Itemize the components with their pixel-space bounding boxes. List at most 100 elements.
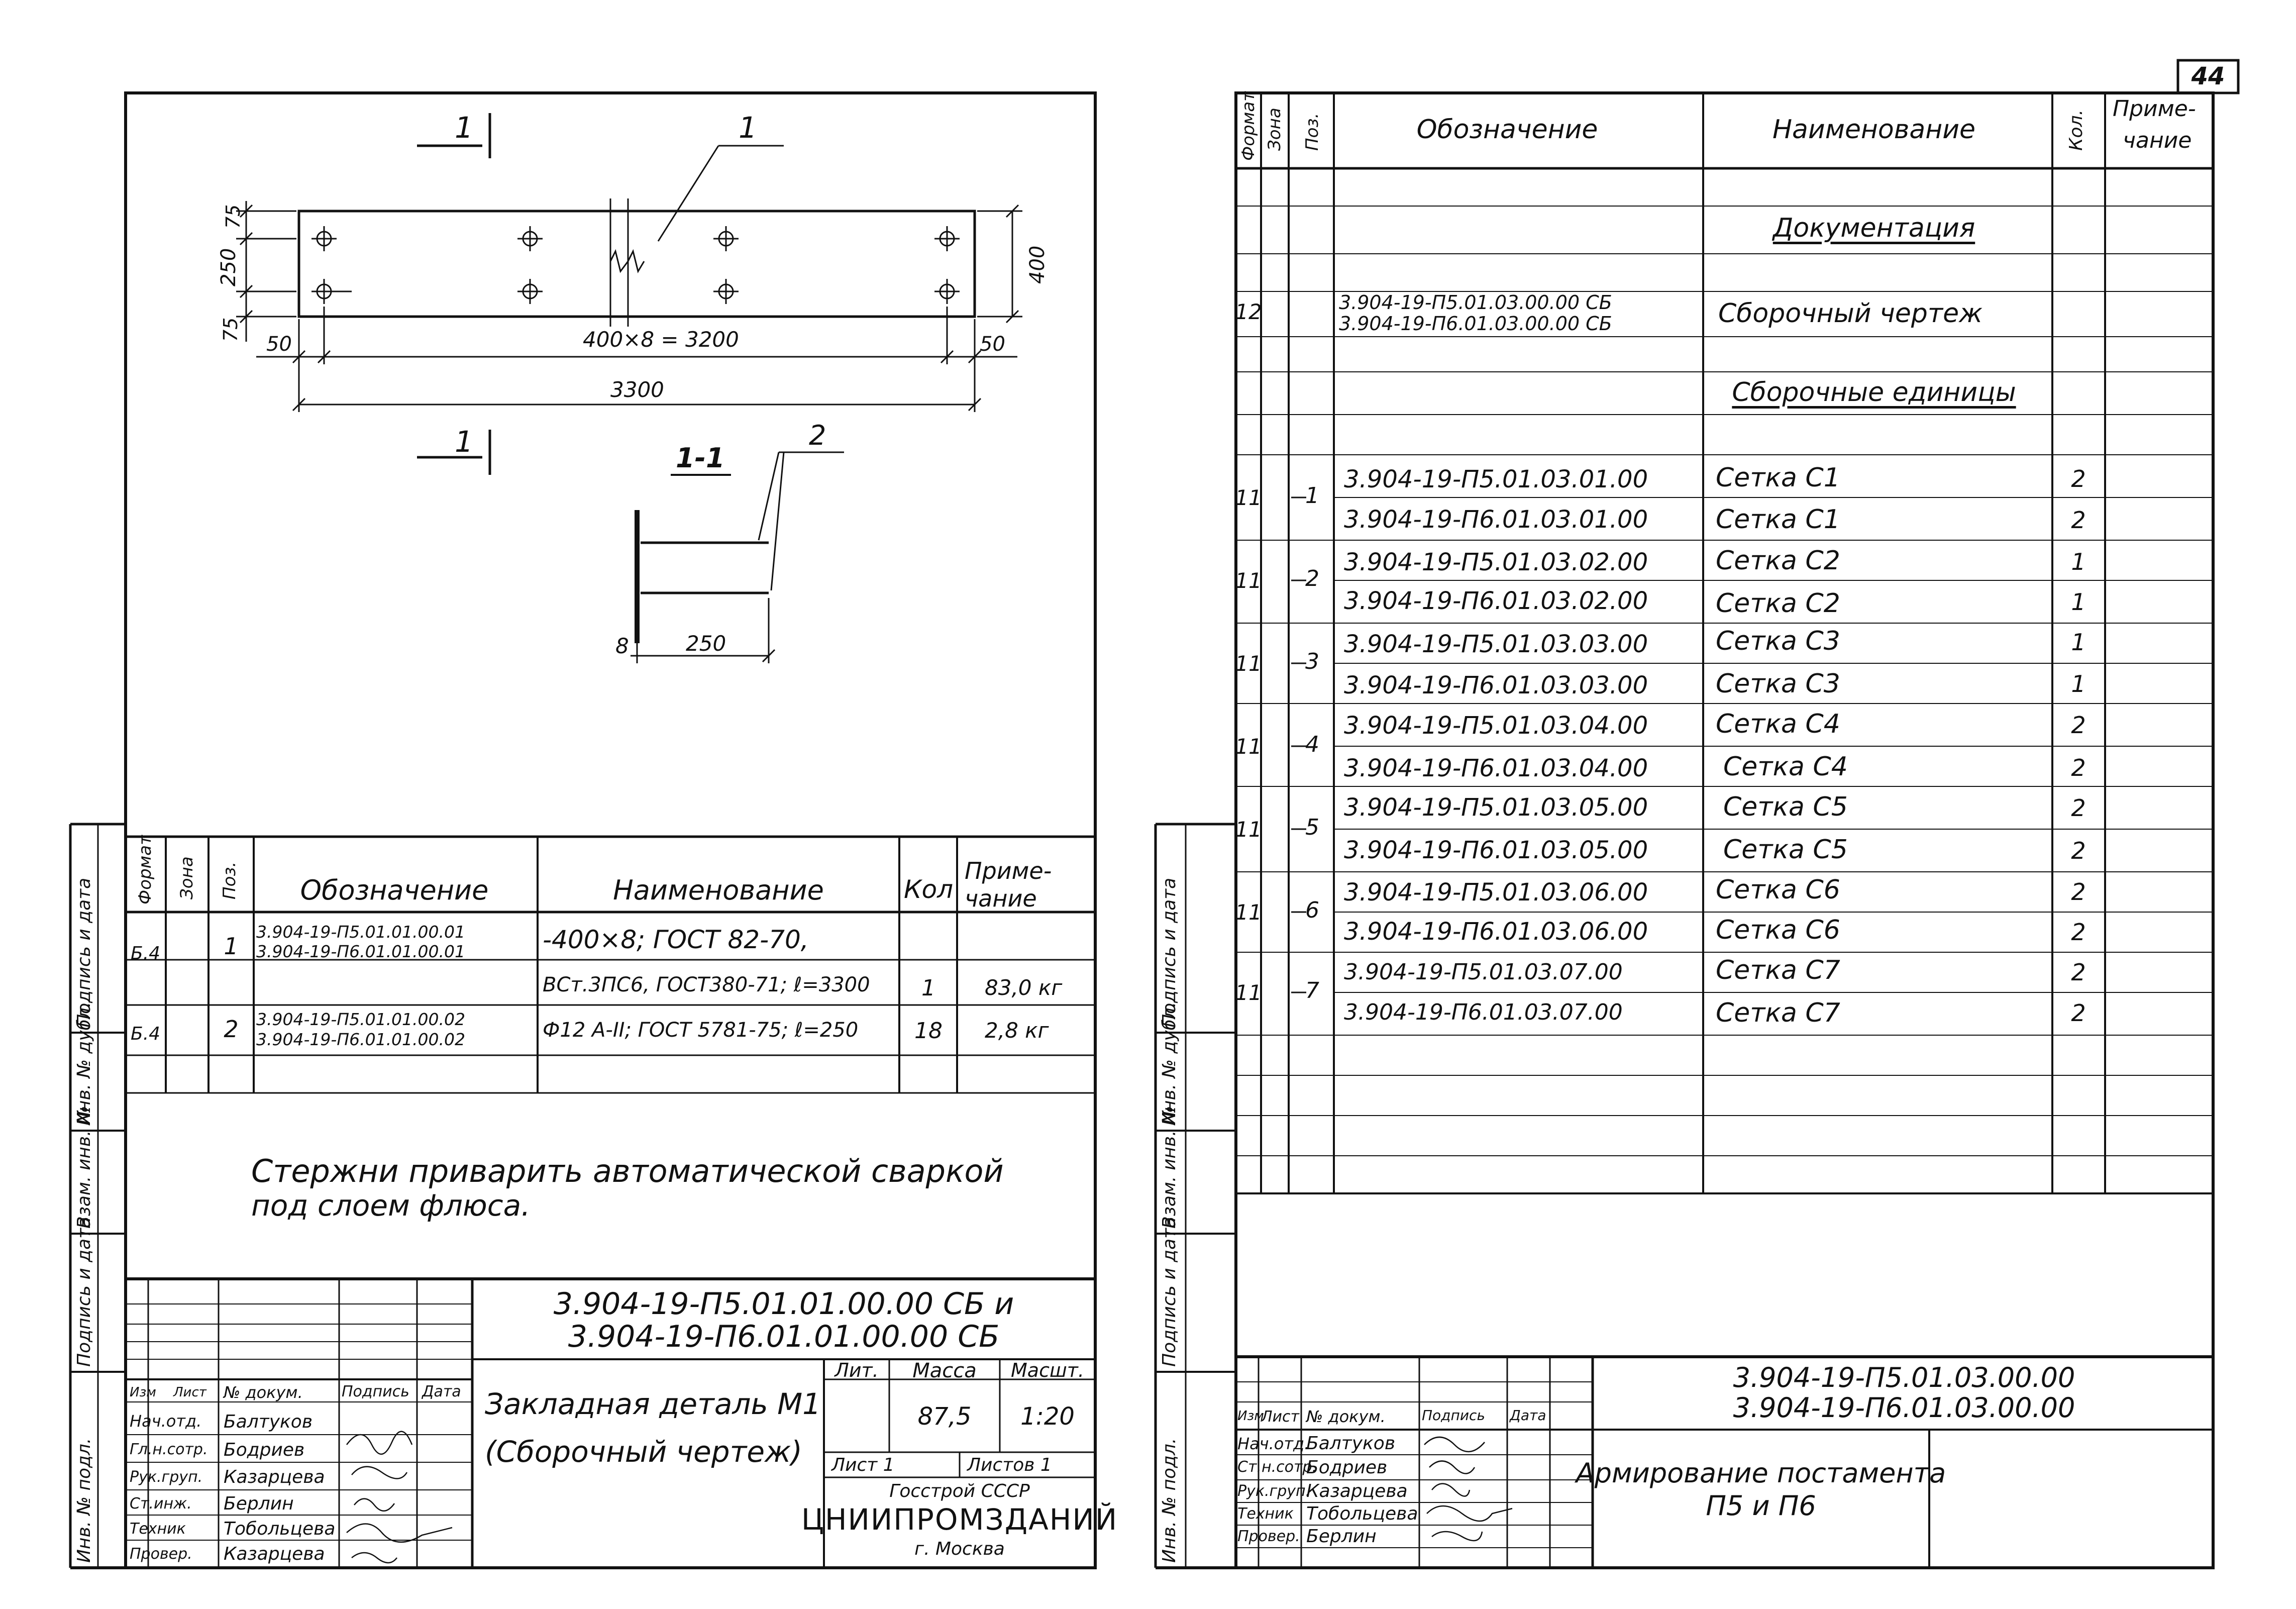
mass-value: 87,5 [917,1402,972,1431]
row1-name-b: ВСт.3ПС6, ГОСТ380-71; ℓ=3300 [543,973,870,996]
dim-75-bottom: 75 [220,317,242,342]
hdr-name: Наименование [613,874,824,906]
left-title-block-lines [126,1277,1095,1568]
left-role-5: Провер. [130,1545,192,1563]
hdr-qty: Кол [903,875,954,904]
unit-name: Сетка С5 [1723,835,1848,865]
unit-designation: 3.904-19-П6.01.03.06.00 [1344,918,1648,946]
right-spec-table-lines [1236,93,2213,1194]
right-hdr-date: Дата [1510,1407,1546,1424]
dim-spacing: 400×8 = 3200 [583,327,739,352]
unit-qty: 1 [2071,588,2086,616]
left-person-1: Бодриев [224,1440,305,1460]
unit-qty: 2 [2071,712,2086,739]
org-line-2: ЦНИИПРОМЗДАНИЙ [801,1502,1118,1537]
row2-pos: 2 [224,1016,239,1043]
unit-name: Сетка С2 [1716,546,1840,576]
leader-part-2: 2 [809,420,826,451]
unit-name: Сетка С2 [1716,588,1840,619]
right-title-block-lines [1236,1355,2213,1568]
left-hdr-date: Дата [422,1383,461,1400]
right-title-code-1: 3.904-19-П5.01.03.00.00 [1733,1362,2075,1393]
left-role-1: Гл.н.сотр. [130,1441,208,1458]
row1-qty: 1 [921,975,935,1001]
right-person-1: Бодриев [1306,1457,1388,1478]
row1-designation-b: 3.904-19-П6.01.01.00.01 [256,942,466,961]
plate-dimension-lines [236,201,1022,412]
unit-name: Сетка С1 [1716,463,1840,493]
left-role-2: Рук.груп. [130,1468,203,1486]
unit-qty: 2 [2071,754,2086,781]
left-role-0: Нач.отд. [130,1412,202,1431]
doc-row-designation-b: 3.904-19-П6.01.03.00.00 СБ [1339,313,1612,335]
unit-qty: 1 [2071,629,2086,656]
leader-part-1: 1 [739,111,757,145]
r-hdr-note-2: чание [2123,128,2192,153]
left-hdr-sign: Подпись [342,1383,409,1400]
hdr-note-1: Приме- [965,857,1052,884]
unit-designation: 3.904-19-П5.01.03.01.00 [1344,465,1648,493]
unit-format: 11 [1235,817,1262,842]
unit-name: Сетка С3 [1716,626,1840,656]
unit-format: 11 [1235,980,1262,1005]
right-role-4: Провер. [1237,1528,1300,1545]
unit-format: 11 [1235,651,1262,676]
unit-pos: 5 [1305,815,1319,840]
unit-designation: 3.904-19-П5.01.03.07.00 [1344,959,1623,985]
right-person-3: Тобольцева [1306,1503,1418,1524]
unit-pos: 2 [1305,566,1319,591]
unit-name: Сетка С5 [1723,792,1848,822]
org-line-3: г. Москва [914,1539,1005,1559]
dim-50-left: 50 [266,333,292,356]
unit-name: Сетка С4 [1723,752,1848,782]
org-line-1: Госстрой СССР [889,1481,1030,1501]
r-side-label-sign-date-1: Подпись и дата [1159,1217,1180,1367]
dim-overall: 3300 [610,377,664,402]
unit-format: 11 [1235,485,1262,510]
dim-400-height: 400 [1026,245,1049,284]
r-hdr-format: Формат [1238,91,1259,161]
welding-note-line-1: Стержни приварить автоматической сваркой [251,1153,1004,1189]
right-person-0: Балтуков [1306,1433,1396,1454]
hdr-zone: Зона [177,856,197,899]
hdr-note-2: чание [965,885,1037,912]
r-hdr-designation: Обозначение [1416,115,1598,145]
row2-qty: 18 [914,1018,943,1044]
dim-flange: 8 [615,634,629,658]
sheets-total: Листов 1 [967,1455,1052,1475]
unit-name: Сетка С4 [1716,709,1840,739]
hdr-pos: Поз. [220,861,240,899]
left-title-name-1: Закладная деталь М1 [485,1387,821,1421]
unit-designation: 3.904-19-П6.01.03.03.00 [1344,671,1648,699]
unit-designation: 3.904-19-П5.01.03.03.00 [1344,630,1648,658]
dim-50-right: 50 [980,333,1005,356]
left-person-0: Балтуков [224,1412,313,1432]
hdr-designation: Обозначение [300,874,489,906]
right-role-0: Нач.отд. [1237,1434,1310,1453]
side-label-sign-date-1: Подпись и дата [74,1217,94,1367]
unit-pos: 3 [1305,649,1319,674]
unit-qty: 2 [2071,959,2086,986]
right-title-code-2: 3.904-19-П6.01.03.00.00 [1733,1392,2075,1424]
section-mark-bottom: 1 [455,425,473,459]
unit-name: Сетка С7 [1716,998,1840,1028]
row2-note: 2,8 кг [985,1018,1049,1043]
row2-format: Б.4 [131,1024,161,1044]
unit-name: Сетка С1 [1716,505,1840,535]
row1-note: 83,0 кг [985,975,1063,1000]
unit-format: 11 [1235,568,1262,593]
unit-pos: 4 [1305,732,1319,757]
unit-designation: 3.904-19-П6.01.03.05.00 [1344,836,1648,864]
r-hdr-note-1: Приме- [2113,96,2196,122]
unit-qty: 2 [2071,794,2086,822]
unit-qty: 2 [2071,919,2086,946]
unit-designation: 3.904-19-П6.01.03.04.00 [1344,754,1648,782]
unit-pos: 1 [1305,483,1319,509]
col-lit: Лит. [834,1359,879,1381]
unit-name: Сетка С6 [1716,875,1840,905]
unit-name: Сетка С7 [1716,955,1840,985]
unit-pos: 6 [1305,897,1319,923]
unit-pos: 7 [1305,978,1319,1003]
signature-scribbles [346,1431,1513,1564]
